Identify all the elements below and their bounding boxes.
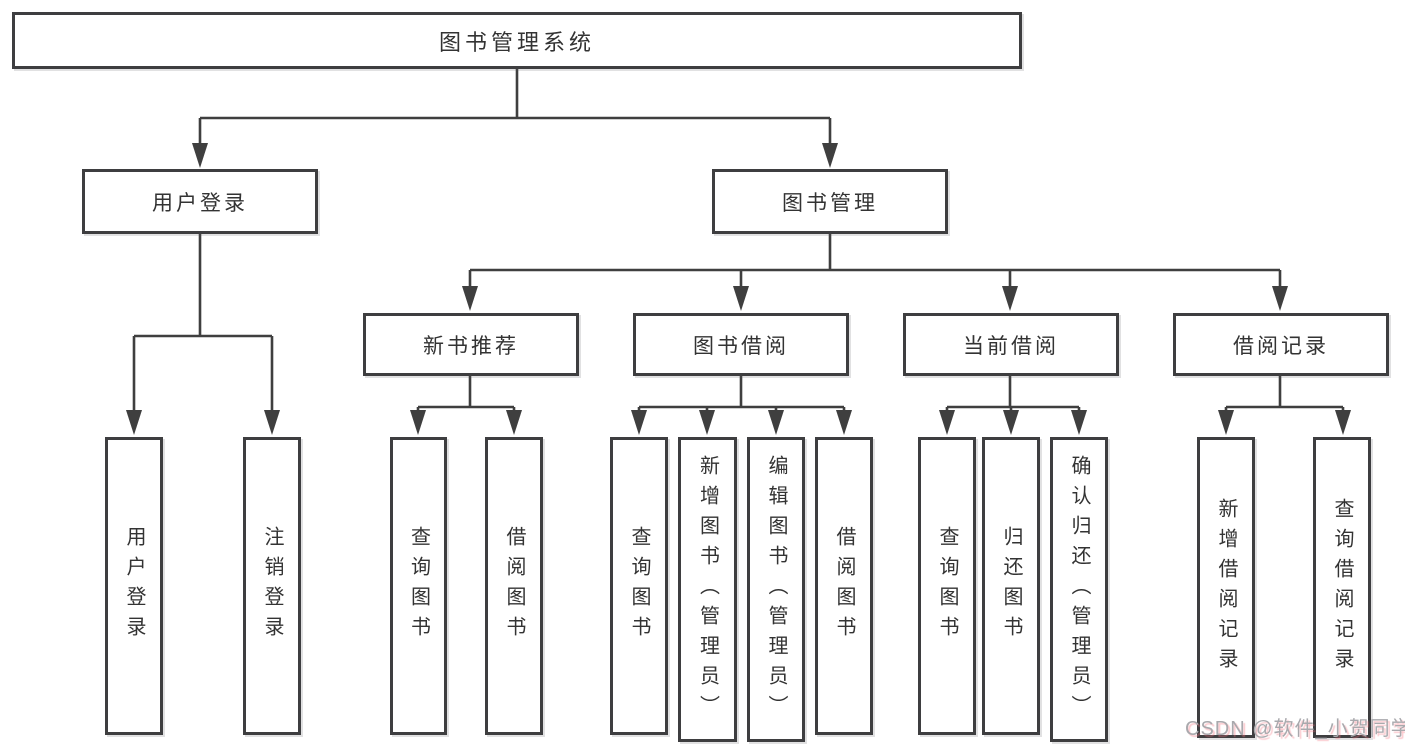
leaf-add-book-admin: 新增图书（管理员） (678, 437, 737, 742)
leaf-label: 用户登录 (123, 526, 145, 646)
leaf-label: 归还图书 (1000, 526, 1022, 646)
leaf-query-borrow-record: 查询借阅记录 (1313, 437, 1371, 738)
group-borrow-records: 借阅记录 (1173, 313, 1389, 376)
branch-user-login: 用户登录 (82, 169, 318, 234)
leaf-label: 查询图书 (628, 526, 650, 646)
leaf-label: 确认归还（管理员） (1068, 454, 1090, 725)
group-book-borrow: 图书借阅 (633, 313, 849, 376)
leaf-query-books-current: 查询图书 (918, 437, 976, 735)
leaf-label: 新增借阅记录 (1215, 497, 1237, 678)
node-root-label: 图书管理系统 (438, 29, 595, 55)
leaf-label: 编辑图书（管理员） (765, 454, 787, 725)
group-label: 图书借阅 (693, 334, 789, 358)
group-current-borrow: 当前借阅 (903, 313, 1119, 376)
leaf-label: 注销登录 (261, 526, 283, 646)
leaf-query-books-recommend: 查询图书 (390, 437, 447, 735)
csdn-watermark: CSDN @软件_小贺同学 (1185, 718, 1405, 740)
leaf-add-borrow-record: 新增借阅记录 (1197, 437, 1255, 738)
branch-label: 图书管理 (782, 191, 878, 215)
leaf-return-book: 归还图书 (982, 437, 1040, 735)
leaf-label: 查询图书 (407, 526, 430, 646)
leaf-user-login: 用户登录 (105, 437, 163, 735)
leaf-borrow-books: 借阅图书 (815, 437, 873, 735)
leaf-label: 借阅图书 (833, 526, 855, 646)
leaf-label: 借阅图书 (503, 526, 525, 646)
node-root: 图书管理系统 (12, 12, 1022, 69)
leaf-label: 查询借阅记录 (1331, 497, 1353, 678)
group-label: 当前借阅 (963, 334, 1059, 358)
leaf-borrow-books-recommend: 借阅图书 (485, 437, 543, 735)
branch-book-management: 图书管理 (712, 169, 948, 234)
leaf-label: 新增图书（管理员） (696, 454, 719, 725)
group-label: 新书推荐 (423, 334, 519, 358)
leaf-query-books-borrow: 查询图书 (610, 437, 668, 735)
leaf-confirm-return-admin: 确认归还（管理员） (1050, 437, 1108, 742)
group-label: 借阅记录 (1233, 334, 1329, 358)
leaf-logout: 注销登录 (243, 437, 301, 735)
group-new-book-recommend: 新书推荐 (363, 313, 579, 376)
branch-label: 用户登录 (152, 191, 248, 215)
leaf-edit-book-admin: 编辑图书（管理员） (747, 437, 805, 742)
leaf-label: 查询图书 (936, 526, 958, 646)
